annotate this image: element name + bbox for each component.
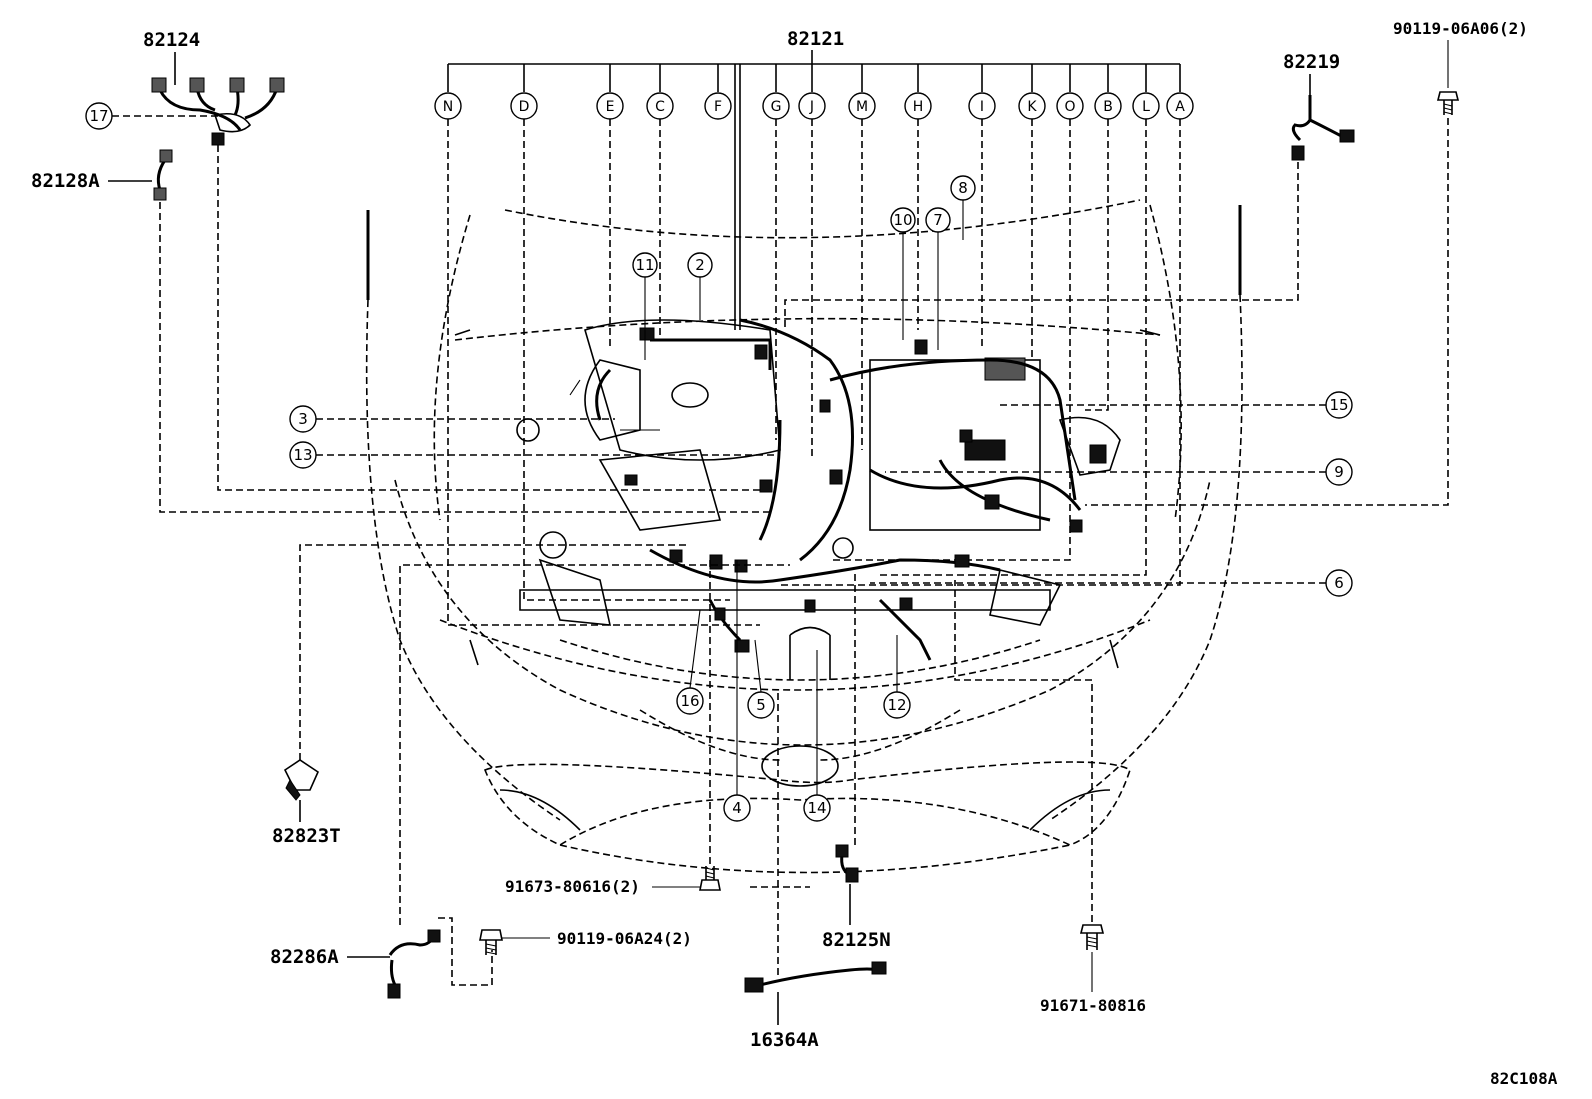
callout-9: 9 [1334, 463, 1344, 481]
connector-k: K [1027, 99, 1037, 115]
connector-d: D [519, 99, 530, 115]
callout-15: 15 [1329, 396, 1348, 414]
part-90119-06a06: 90119-06A06(2) [1085, 19, 1528, 506]
connector-a: A [1175, 99, 1185, 115]
callout-14: 14 [807, 799, 826, 817]
part-91673-80616-label: 91673-80616(2) [505, 877, 640, 896]
connector-letter-leaders [447, 64, 1181, 330]
part-16364a-label: 16364A [750, 1029, 819, 1051]
callout-6: 6 [1334, 574, 1344, 592]
part-82128a: 82128A [31, 149, 770, 513]
connector-m: M [856, 99, 868, 115]
callout-3: 3 [298, 410, 308, 428]
callout-16: 16 [680, 692, 699, 710]
part-82124: 82124 17 [85, 29, 760, 491]
callout-7: 7 [933, 211, 943, 229]
engine-bay [516, 318, 1121, 680]
part-82125n-label: 82125N [822, 929, 891, 951]
part-82128a-label: 82128A [31, 170, 100, 192]
part-91671-80816: 91671-80816 [954, 580, 1146, 1015]
connector-b: B [1103, 99, 1113, 115]
connector-o: O [1064, 99, 1075, 115]
part-90119-06a24: 90119-06A24(2) [479, 929, 692, 955]
main-part-label: 82121 [787, 28, 844, 50]
callout-2: 2 [695, 256, 705, 274]
vehicle-outline [365, 199, 1243, 874]
callouts: 8 10 7 11 2 3 13 15 9 6 16 5 12 4 14 [289, 175, 1353, 822]
callout-4: 4 [732, 799, 742, 817]
callout-13: 13 [293, 446, 312, 464]
connector-c: C [655, 99, 665, 115]
connector-e: E [606, 99, 615, 115]
connector-h: H [913, 99, 924, 115]
part-82219: 82219 [784, 51, 1355, 330]
callout-8: 8 [958, 179, 968, 197]
part-91673-80616: 91673-80616(2) [505, 560, 810, 896]
callout-12: 12 [887, 696, 906, 714]
part-82286a-label: 82286A [270, 946, 339, 968]
connector-f: F [714, 99, 722, 115]
connector-j: J [809, 99, 814, 115]
figure-code: 82C108A [1490, 1069, 1558, 1088]
part-82219-label: 82219 [1283, 51, 1340, 73]
part-90119-06a06-label: 90119-06A06(2) [1393, 19, 1528, 38]
connector-l: L [1142, 99, 1150, 115]
connector-letters: N D E C F G J M H I K O B L A [434, 92, 1194, 120]
connector-i: I [980, 99, 984, 115]
part-82124-label: 82124 [143, 29, 200, 51]
part-91671-80816-label: 91671-80816 [1040, 996, 1146, 1015]
callout-5: 5 [756, 696, 766, 714]
part-90119-06a24-label: 90119-06A24(2) [557, 929, 692, 948]
part-82286a: 82286A [270, 564, 790, 999]
part-16364a: 16364A [744, 690, 887, 1051]
part-82823t-label: 82823T [272, 825, 341, 847]
part-82125n: 82125N [822, 570, 891, 951]
callout-10: 10 [893, 211, 912, 229]
connector-g: G [771, 99, 782, 115]
callout-17: 17 [89, 107, 108, 125]
callout-11: 11 [635, 256, 654, 274]
connector-n: N [443, 99, 453, 115]
part-82823t: 82823T [272, 544, 690, 847]
